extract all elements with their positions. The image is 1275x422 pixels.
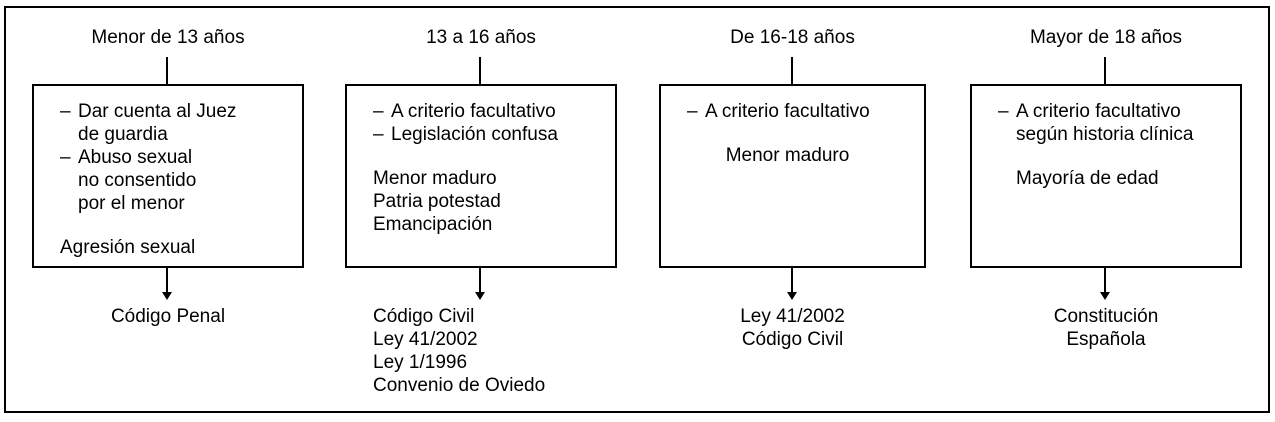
outcome-line: Ley 41/2002 xyxy=(373,329,478,350)
bullet-text: Legislación confusa xyxy=(391,124,558,145)
connector-line-4 xyxy=(1104,57,1106,84)
bullet-text: Dar cuenta al Juez xyxy=(78,101,237,122)
diagram-column-3: De 16-18 años –A criterio facultativo Me… xyxy=(659,0,926,422)
arrow-down-icon-4 xyxy=(1100,268,1110,300)
dash-bullet-icon: – xyxy=(60,101,71,122)
criteria-bullets-2: –A criterio facultativo –Legislación con… xyxy=(373,100,605,146)
outcome-text-1: Código Penal xyxy=(32,305,304,328)
bullet-continuation: por el menor xyxy=(78,193,185,214)
bullet-item: –Legislación confusa xyxy=(373,123,605,146)
bullet-text: A criterio facultativo xyxy=(391,101,556,122)
criteria-box-3-content: –A criterio facultativo Menor maduro xyxy=(661,100,924,167)
subtext-line: Emancipación xyxy=(373,214,493,235)
bullet-text: A criterio facultativo xyxy=(705,101,870,122)
bullet-continuation: no consentido xyxy=(78,170,197,191)
column-header-3: De 16-18 años xyxy=(730,27,855,48)
connector-line-1 xyxy=(166,57,168,84)
criteria-bullets-4: –A criterio facultativo según historia c… xyxy=(998,100,1230,146)
dash-bullet-icon: – xyxy=(998,101,1009,122)
diagram-column-1: Menor de 13 años –Dar cuenta al Juez de … xyxy=(32,0,304,422)
outcome-line: Código Civil xyxy=(741,329,844,350)
column-header-2: 13 a 16 años xyxy=(426,27,536,48)
outcome-line: Constitución xyxy=(1053,306,1159,327)
criteria-box-1-content: –Dar cuenta al Juez de guardia –Abuso se… xyxy=(34,100,302,259)
outer-frame xyxy=(4,6,1270,413)
arrow-down-icon-2 xyxy=(475,268,485,300)
column-header-4: Mayor de 18 años xyxy=(1029,27,1183,48)
criteria-bullets-3: –A criterio facultativo xyxy=(687,100,914,123)
bullet-continuation: de guardia xyxy=(78,124,168,145)
outcome-text-2: Código Civil Ley 41/2002 Ley 1/1996 Conv… xyxy=(373,305,545,397)
arrow-down-icon-3 xyxy=(787,268,797,300)
connector-line-3 xyxy=(791,57,793,84)
dash-bullet-icon: – xyxy=(60,147,71,168)
outcome-line: Código Penal xyxy=(110,306,226,327)
diagram-column-2: 13 a 16 años –A criterio facultativo –Le… xyxy=(345,0,617,422)
outcome-line: Española xyxy=(1066,329,1146,350)
criteria-box-3: –A criterio facultativo Menor maduro xyxy=(659,84,926,268)
outcome-line: Convenio de Oviedo xyxy=(373,375,546,396)
criteria-box-2: –A criterio facultativo –Legislación con… xyxy=(345,84,617,268)
arrow-down-icon-1 xyxy=(162,268,172,300)
bullet-item: –Dar cuenta al Juez xyxy=(60,100,292,123)
bullet-continuation: según historia clínica xyxy=(1016,124,1194,145)
dash-bullet-icon: – xyxy=(373,124,384,145)
subtext-line: Agresión sexual xyxy=(60,237,196,258)
bullet-item: –A criterio facultativo xyxy=(687,100,914,123)
column-header-1: Menor de 13 años xyxy=(91,27,245,48)
criteria-box-2-content: –A criterio facultativo –Legislación con… xyxy=(347,100,615,236)
subtext-line: Mayoría de edad xyxy=(1016,168,1159,189)
outcome-line: Ley 1/1996 xyxy=(373,352,468,373)
bullet-item: –Abuso sexual xyxy=(60,146,292,169)
subtext-line: Menor maduro xyxy=(373,168,497,189)
outcome-line: Código Civil xyxy=(373,306,475,327)
bullet-item: –A criterio facultativo xyxy=(998,100,1230,123)
criteria-box-1: –Dar cuenta al Juez de guardia –Abuso se… xyxy=(32,84,304,268)
dash-bullet-icon: – xyxy=(373,101,384,122)
criteria-subtext-4: Mayoría de edad xyxy=(998,167,1230,190)
subtext-line: Menor maduro xyxy=(725,145,850,166)
bullet-text: A criterio facultativo xyxy=(1016,101,1181,122)
outcome-text-3: Ley 41/2002 Código Civil xyxy=(659,305,926,351)
subtext-line: Patria potestad xyxy=(373,191,501,212)
bullet-item: –A criterio facultativo xyxy=(373,100,605,123)
outcome-text-4: Constitución Española xyxy=(970,305,1242,351)
diagram-column-4: Mayor de 18 años –A criterio facultativo… xyxy=(970,0,1242,422)
criteria-box-4-content: –A criterio facultativo según historia c… xyxy=(972,100,1240,190)
criteria-bullets-1: –Dar cuenta al Juez de guardia –Abuso se… xyxy=(60,100,292,215)
criteria-subtext-3: Menor maduro xyxy=(687,144,914,167)
criteria-subtext-2: Menor maduro Patria potestad Emancipació… xyxy=(373,167,605,236)
criteria-box-4: –A criterio facultativo según historia c… xyxy=(970,84,1242,268)
dash-bullet-icon: – xyxy=(687,101,698,122)
criteria-subtext-1: Agresión sexual xyxy=(60,236,292,259)
bullet-text: Abuso sexual xyxy=(78,147,193,168)
outcome-line: Ley 41/2002 xyxy=(740,306,845,327)
connector-line-2 xyxy=(479,57,481,84)
